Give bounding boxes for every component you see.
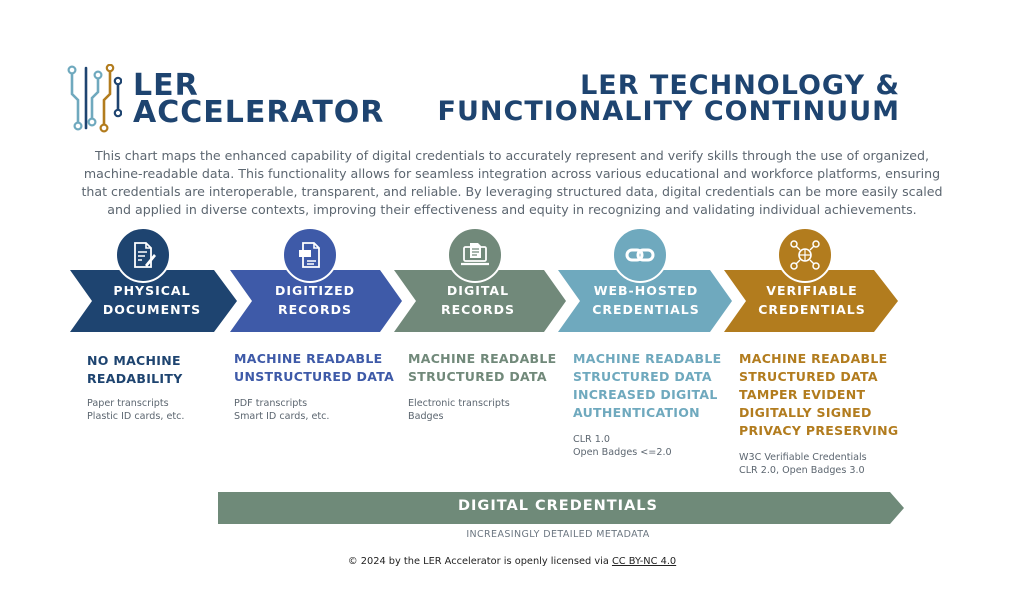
stage-icon-circle-verifiable xyxy=(777,227,833,283)
laptop-document-icon xyxy=(461,243,489,266)
circuit-logo-icon xyxy=(67,64,122,133)
digital-credentials-label: DIGITAL CREDENTIALS xyxy=(458,498,658,514)
page-title-line2: FUNCTIONALITY CONTINUUM xyxy=(437,96,900,127)
network-globe-icon xyxy=(790,240,820,270)
logo-text-line2: ACCELERATOR xyxy=(133,95,385,130)
footer-license-text: © 2024 by the LER Accelerator is openly … xyxy=(347,556,612,567)
logo-text-line1: LER xyxy=(133,68,199,103)
document-signature-icon xyxy=(134,242,156,268)
stage-icon-circle-digital xyxy=(447,227,503,283)
pdf-file-icon xyxy=(299,242,320,268)
stage-icon-circle-web-hosted xyxy=(612,227,668,283)
stage-chevron-band xyxy=(70,270,898,332)
chevron-digitized-records xyxy=(230,270,402,332)
chevron-physical-documents xyxy=(70,270,237,332)
chevron-digital-records xyxy=(394,270,566,332)
chevron-verifiable-credentials xyxy=(724,270,898,332)
digital-credentials-arrow xyxy=(218,492,904,524)
intro-paragraph: This chart maps the enhanced capability … xyxy=(81,148,943,217)
stage-icon-circle-physical xyxy=(115,227,171,283)
page-title-line1: LER TECHNOLOGY & xyxy=(580,70,900,101)
link-icon xyxy=(625,248,655,262)
stage-icon-circle-digitized xyxy=(282,227,338,283)
metadata-caption: INCREASINGLY DETAILED METADATA xyxy=(466,529,650,540)
footer-license: © 2024 by the LER Accelerator is openly … xyxy=(0,556,1024,567)
chevron-web-hosted-credentials xyxy=(558,270,732,332)
license-link[interactable]: CC BY-NC 4.0 xyxy=(611,556,677,567)
